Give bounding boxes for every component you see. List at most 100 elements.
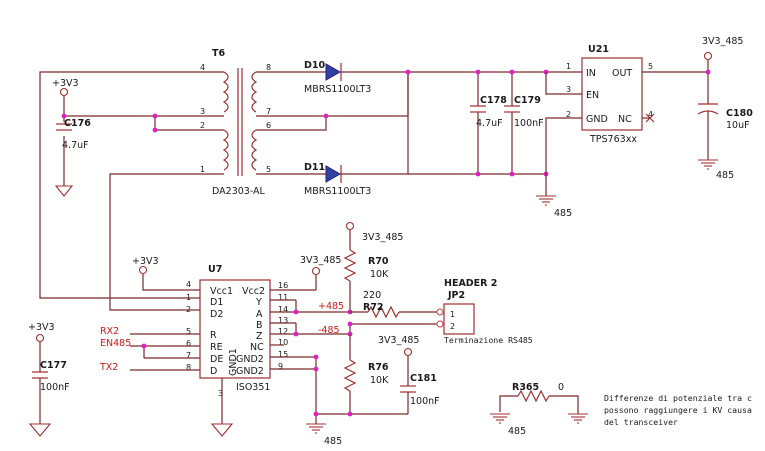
svg-text:4.7uF: 4.7uF: [476, 118, 503, 129]
svg-text:3: 3: [566, 85, 571, 94]
svg-text:4.7uF: 4.7uF: [62, 140, 89, 151]
svg-text:D1: D1: [210, 297, 223, 308]
svg-text:3V3_485: 3V3_485: [300, 255, 341, 266]
svg-text:C177: C177: [40, 360, 67, 371]
power-3v3-u7: +3V3: [132, 256, 159, 275]
ground-c176: [54, 185, 74, 197]
net-rx2: RX2: [100, 326, 119, 337]
capacitor-c178: C178 4.7uF: [470, 95, 507, 129]
svg-text:10uF: 10uF: [726, 120, 750, 131]
svg-text:MBRS1100LT3: MBRS1100LT3: [304, 186, 371, 197]
net-tx2: TX2: [99, 362, 118, 373]
net-plus485: +485: [318, 301, 344, 312]
transformer-t6: T6 DA2303-AL 4 3 2 1 8 7 6 5: [175, 48, 300, 197]
svg-text:10K: 10K: [370, 269, 389, 280]
svg-text:6: 6: [186, 339, 191, 348]
svg-text:DE: DE: [210, 354, 223, 365]
transformer-part: DA2303-AL: [212, 186, 266, 197]
svg-text:3V3_485: 3V3_485: [702, 36, 743, 47]
svg-text:U7: U7: [208, 264, 222, 275]
power-3v3-c177: +3V3: [28, 322, 55, 343]
capacitor-c180: C180 10uF: [697, 103, 753, 160]
power-3v3-485-c181: 3V3_485: [378, 335, 419, 357]
net-minus485: -485: [318, 325, 340, 336]
svg-text:16: 16: [278, 281, 288, 290]
svg-text:7: 7: [186, 351, 191, 360]
svg-text:R76: R76: [368, 362, 389, 373]
isolation-note: Differenze di potenziale tra c possono r…: [604, 393, 752, 427]
svg-text:+3V3: +3V3: [28, 322, 55, 333]
secondary-coil-upper: [251, 71, 258, 113]
svg-text:100nF: 100nF: [514, 118, 544, 129]
svg-text:8: 8: [186, 363, 191, 372]
svg-text:1: 1: [200, 165, 205, 174]
svg-text:485: 485: [508, 426, 526, 437]
svg-text:Vcc1: Vcc1: [210, 286, 233, 297]
svg-text:5: 5: [648, 62, 653, 71]
svg-text:5: 5: [186, 327, 191, 336]
svg-text:NC: NC: [618, 114, 632, 125]
svg-text:Z: Z: [256, 331, 263, 342]
svg-text:R72: R72: [363, 302, 384, 313]
svg-text:A: A: [256, 309, 263, 320]
svg-text:13: 13: [278, 316, 288, 325]
svg-text:Terminazione RS485: Terminazione RS485: [444, 335, 533, 345]
primary-coil-lower: [222, 129, 229, 171]
svg-text:C179: C179: [514, 95, 541, 106]
ground-u7-gnd1: [210, 423, 234, 437]
svg-text:C180: C180: [726, 108, 753, 119]
ground-u21: 485: [536, 195, 572, 219]
svg-text:C176: C176: [64, 118, 91, 129]
svg-text:IN: IN: [586, 68, 596, 79]
regulator-u21: U21 TPS763xx IN OUT EN GND NC 1 3 2 5 4: [566, 44, 653, 145]
svg-text:D10: D10: [304, 60, 325, 71]
capacitor-c177: C177 100nF: [32, 360, 70, 393]
svg-text:C178: C178: [480, 95, 507, 106]
power-3v3-485-u7: 3V3_485: [300, 255, 341, 276]
svg-text:MBRS1100LT3: MBRS1100LT3: [304, 84, 371, 95]
svg-text:4: 4: [200, 63, 205, 72]
svg-text:100nF: 100nF: [410, 396, 440, 407]
svg-text:485: 485: [716, 170, 734, 181]
svg-text:OUT: OUT: [612, 68, 632, 79]
svg-text:GND2: GND2: [236, 366, 264, 377]
svg-text:100nF: 100nF: [40, 382, 70, 393]
svg-text:1: 1: [566, 62, 571, 71]
svg-text:GND1: GND1: [228, 348, 239, 376]
svg-text:HEADER 2: HEADER 2: [444, 278, 497, 289]
svg-text:7: 7: [266, 107, 271, 116]
svg-text:15: 15: [278, 350, 288, 359]
diode-d10: D10 MBRS1100LT3: [304, 60, 560, 95]
svg-text:14: 14: [278, 305, 288, 314]
resistor-r72: 220 R72: [363, 290, 400, 319]
svg-text:possono raggiungere i KV causa: possono raggiungere i KV causa: [604, 405, 752, 415]
svg-text:GND2: GND2: [236, 354, 264, 365]
svg-text:U21: U21: [588, 44, 609, 55]
svg-text:11: 11: [278, 293, 288, 302]
svg-text:+3V3: +3V3: [132, 256, 159, 267]
svg-text:Differenze di potenziale tra c: Differenze di potenziale tra c: [604, 393, 752, 403]
ground-r365-left: 485: [490, 413, 526, 437]
svg-text:Y: Y: [255, 297, 262, 308]
secondary-coil-lower: [251, 129, 258, 171]
svg-text:6: 6: [266, 121, 271, 130]
svg-text:2: 2: [450, 322, 455, 331]
header-jp2: HEADER 2 JP2 1 2 Terminazione RS485: [436, 278, 533, 345]
transformer-ref: T6: [212, 48, 225, 59]
svg-text:10: 10: [278, 338, 288, 347]
svg-text:8: 8: [266, 63, 271, 72]
svg-text:JP2: JP2: [447, 290, 465, 301]
capacitor-c179: C179 100nF: [504, 95, 544, 129]
capacitor-c181: C181 100nF: [400, 373, 440, 407]
svg-text:D: D: [210, 366, 217, 377]
svg-text:4: 4: [648, 110, 653, 119]
svg-text:10K: 10K: [370, 375, 389, 386]
svg-text:R: R: [210, 330, 217, 341]
svg-text:del transceiver: del transceiver: [604, 417, 678, 427]
primary-coil-upper: [222, 71, 229, 113]
svg-text:3: 3: [200, 107, 205, 116]
resistor-r70: R70 10K: [343, 249, 389, 282]
capacitor-c176: C176 4.7uF: [56, 118, 91, 151]
svg-text:3: 3: [218, 389, 223, 398]
